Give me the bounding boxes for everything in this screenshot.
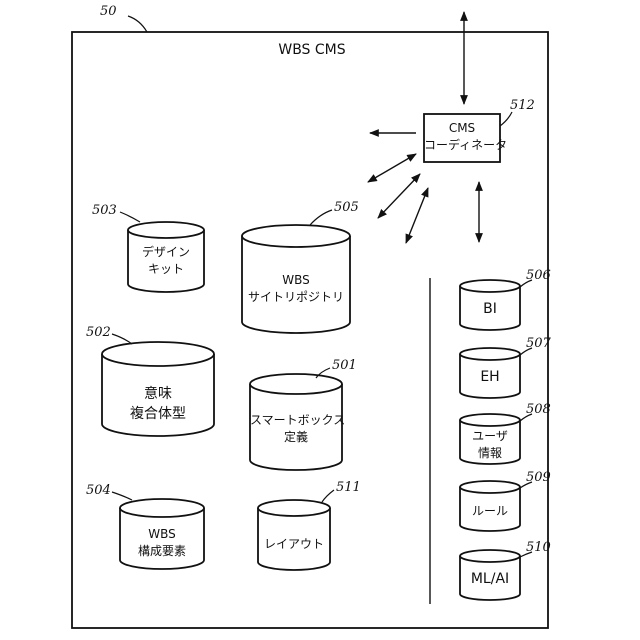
coordinator-label: CMS コーディネータ (424, 120, 500, 154)
semantic-composite-line1: 意味 (102, 384, 214, 404)
ml-ai-ref: 510 (526, 540, 551, 555)
bidirectional-arrow-2 (378, 174, 420, 218)
layout-cylinder (258, 500, 330, 570)
rules-label: ルール (460, 503, 520, 520)
smartbox-definition-label: スマートボックス 定義 (250, 412, 342, 446)
eh-label: EH (460, 367, 520, 387)
smartbox-definition-line2: 定義 (250, 429, 342, 446)
ref-511-leader (322, 490, 334, 502)
site-repository-line2: サイトリポジトリ (242, 289, 350, 306)
layout-ref: 511 (336, 480, 361, 495)
bidirectional-arrow-3 (406, 188, 428, 243)
bi-label: BI (460, 299, 520, 319)
user-info-line2: 情報 (460, 445, 520, 462)
site-repository-ref: 505 (334, 200, 359, 215)
smartbox-definition-line1: スマートボックス (250, 412, 342, 429)
ref-504-leader (112, 492, 132, 500)
site-repository-line1: WBS (242, 272, 350, 289)
bidirectional-arrow-1 (368, 154, 416, 182)
eh-ref: 507 (526, 336, 551, 351)
layout-label: レイアウト (258, 536, 330, 553)
wbs-components-line2: 構成要素 (120, 543, 204, 560)
wbs-components-label: WBS 構成要素 (120, 526, 204, 560)
user-info-line1: ユーザ (460, 428, 520, 445)
wbs-components-line1: WBS (120, 526, 204, 543)
coordinator-ref: 512 (510, 98, 535, 113)
system-title: WBS CMS (252, 40, 372, 60)
smartbox-definition-ref: 501 (332, 358, 357, 373)
figure-ref-leader (128, 16, 147, 32)
design-kit-ref: 503 (92, 203, 117, 218)
design-kit-line1: デザイン (128, 244, 204, 261)
ref-503-leader (120, 212, 140, 222)
semantic-composite-ref: 502 (86, 325, 111, 340)
design-kit-line2: キット (128, 261, 204, 278)
coordinator-line2: コーディネータ (424, 137, 500, 154)
ref-502-leader (112, 334, 132, 344)
ml-ai-label: ML/AI (460, 569, 520, 589)
bi-ref: 506 (526, 268, 551, 283)
semantic-composite-label: 意味 複合体型 (102, 384, 214, 424)
ref-505-leader (310, 210, 332, 225)
user-info-ref: 508 (526, 402, 551, 417)
figure-ref-label: 50 (100, 4, 117, 19)
site-repository-label: WBS サイトリポジトリ (242, 272, 350, 306)
rules-ref: 509 (526, 470, 551, 485)
coordinator-line1: CMS (424, 120, 500, 137)
wbs-components-ref: 504 (86, 483, 111, 498)
semantic-composite-line2: 複合体型 (102, 404, 214, 424)
user-info-label: ユーザ 情報 (460, 428, 520, 462)
design-kit-label: デザイン キット (128, 244, 204, 278)
coordinator-ref-leader (500, 112, 512, 126)
